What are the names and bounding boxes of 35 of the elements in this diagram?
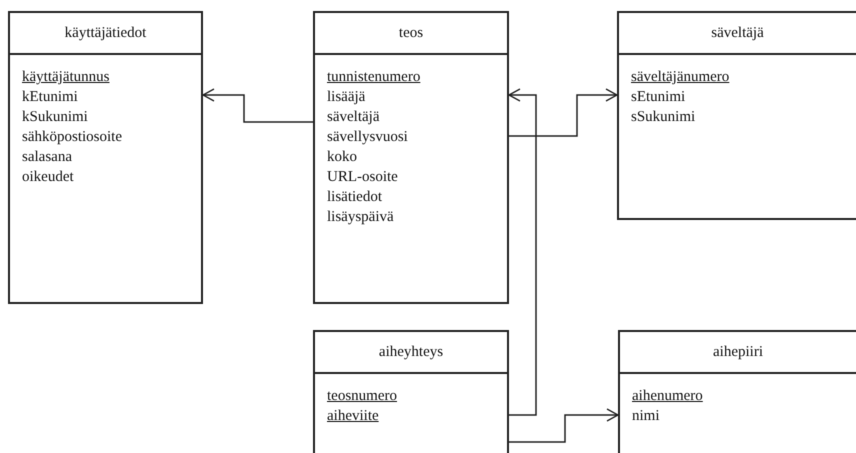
- arrow: [509, 408, 619, 443]
- field-name: sSukunimi: [631, 108, 696, 127]
- field-name: oikeudet: [22, 168, 74, 187]
- field-name: lisäyspäivä: [327, 208, 394, 227]
- table-name: käyttäjätiedot: [64, 24, 146, 42]
- field-name: sEtunimi: [631, 88, 686, 107]
- key-field: teosnumero: [327, 386, 397, 406]
- field-name: sähköpostiosoite: [22, 128, 122, 147]
- field-name: salasana: [22, 148, 72, 167]
- field-name: nimi: [632, 407, 660, 426]
- table-box: [618, 330, 856, 453]
- key-field: käyttäjätunnus: [22, 67, 110, 87]
- table-name: aiheyhteys: [378, 344, 444, 360]
- key-field: tunnistenumero: [327, 67, 420, 87]
- table-box: [617, 11, 856, 220]
- field-name: koko: [327, 148, 357, 167]
- key-field: säveltäjänumero: [631, 67, 730, 87]
- field-name: lisätiedot: [327, 188, 382, 207]
- field-name: lisääjä: [327, 88, 366, 107]
- arrow: [202, 88, 313, 123]
- key-field: aiheviite: [327, 406, 379, 426]
- field-name: URL-osoite: [327, 168, 398, 187]
- table-name: teos: [398, 24, 424, 42]
- field-name: kEtunimi: [22, 88, 78, 107]
- table-name: säveltäjä: [711, 24, 764, 42]
- table-name: aihepiiri: [713, 344, 763, 360]
- table-box: [313, 11, 509, 304]
- table-box: [8, 11, 203, 304]
- field-name: säveltäjä: [327, 108, 380, 127]
- field-name: sävellysvuosi: [327, 128, 408, 147]
- table-box: [313, 330, 509, 453]
- field-name: kSukunimi: [22, 108, 88, 127]
- arrow: [508, 88, 537, 416]
- key-field: aihenumero: [632, 386, 703, 406]
- arrow: [509, 88, 618, 137]
